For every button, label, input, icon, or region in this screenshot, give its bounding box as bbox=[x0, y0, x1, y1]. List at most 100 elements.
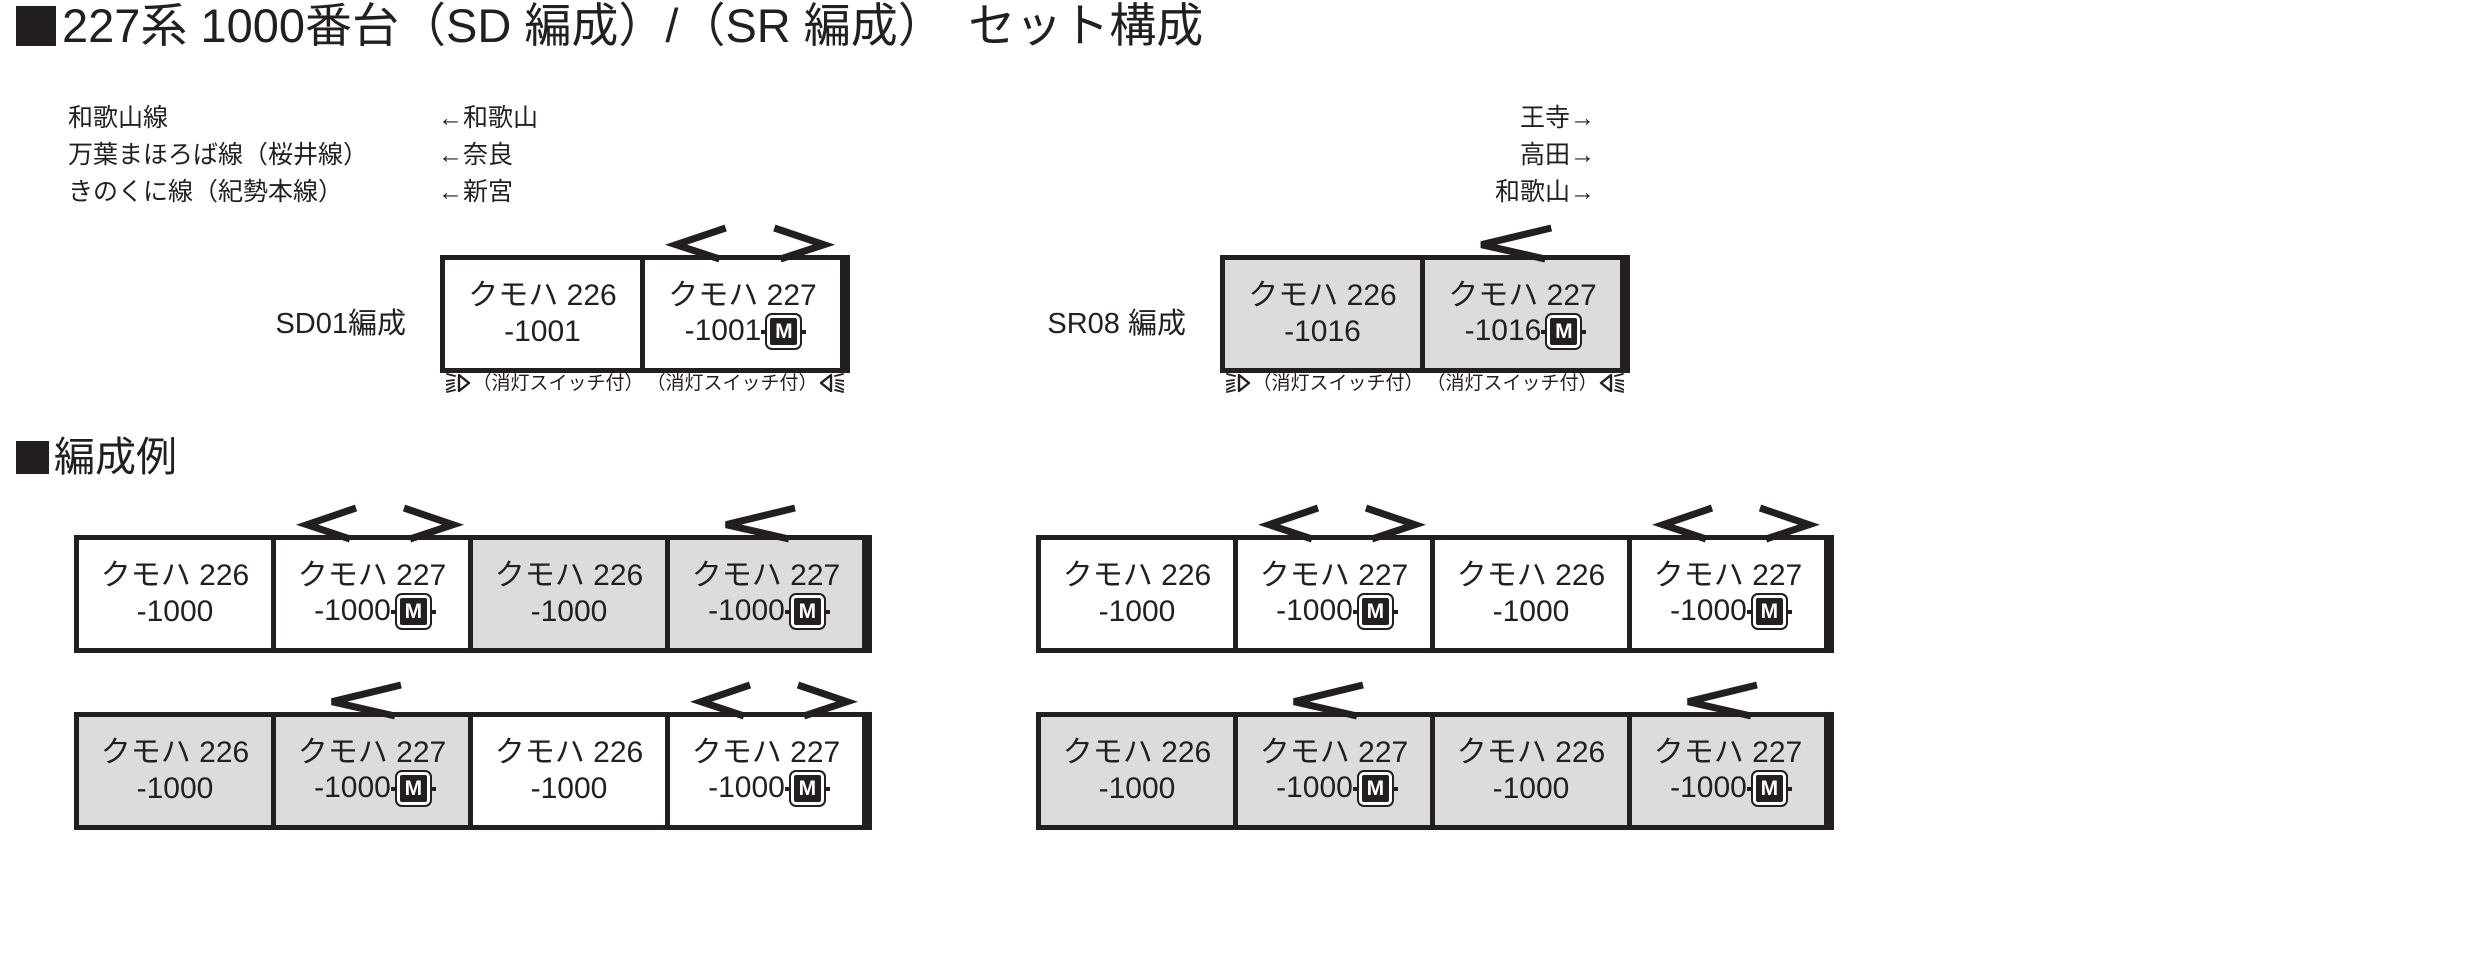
car-number-row: -1000 bbox=[1041, 595, 1233, 628]
train-car: クモハ 226-1000 bbox=[1041, 717, 1238, 825]
car-type-label: クモハ 226 bbox=[1062, 559, 1212, 593]
car-type-label: クモハ 226 bbox=[468, 279, 617, 313]
car-number-label: -1000 bbox=[530, 594, 608, 628]
motor-car-badge-icon: M bbox=[1358, 772, 1392, 806]
car-type-label: クモハ 226 bbox=[1248, 279, 1397, 313]
line-destination-left: ←新宮 bbox=[438, 178, 514, 206]
line-row: 和歌山線←和歌山 bbox=[68, 100, 578, 137]
motor-car-badge-icon: M bbox=[790, 772, 824, 806]
car-number-row: -1000 bbox=[79, 594, 271, 628]
light-switch-note-left: （消灯スイッチ付） bbox=[1225, 372, 1425, 394]
line-row: きのくに線（紀勢本線） ←新宮 bbox=[68, 174, 578, 211]
pantograph-icon bbox=[305, 681, 455, 720]
line-destination-right: 和歌山→ bbox=[1494, 178, 1595, 206]
car-number-label: -1000 bbox=[1492, 771, 1570, 805]
light-switch-note-text: （消灯スイッチ付） bbox=[1426, 372, 1598, 394]
car-number-label: -1000 bbox=[1276, 594, 1353, 628]
car-type-label: クモハ 227 bbox=[1259, 558, 1409, 592]
car-number-label: -1000 bbox=[136, 771, 214, 805]
formation-set-label: SR08 編成 bbox=[1047, 308, 1186, 340]
line-name: 万葉まほろば線（桜井線） bbox=[68, 141, 369, 169]
pantograph-icon bbox=[1454, 224, 1606, 263]
pantograph-icon bbox=[689, 681, 858, 720]
car-type-label: クモハ 227 bbox=[297, 735, 447, 769]
pantograph-icon bbox=[664, 224, 836, 263]
line-name: きのくに線（紀勢本線） bbox=[68, 178, 344, 206]
car-type-label: クモハ 226 bbox=[100, 559, 250, 593]
headlight-icon bbox=[818, 372, 844, 394]
car-type-label: クモハ 226 bbox=[494, 559, 644, 593]
car-type-label: クモハ 227 bbox=[1653, 735, 1803, 769]
car-type-label: クモハ 227 bbox=[1259, 735, 1409, 769]
light-switch-notes: （消灯スイッチ付）（消灯スイッチ付） bbox=[445, 372, 845, 394]
motor-car-badge-icon: M bbox=[1752, 772, 1786, 806]
car-type-label: クモハ 227 bbox=[691, 558, 841, 592]
car-type-label: クモハ 227 bbox=[1653, 558, 1803, 592]
train-car: クモハ 226-1000 bbox=[79, 717, 276, 825]
train-car: クモハ 226-1001 bbox=[445, 260, 645, 368]
page-title-text: 227系 1000番台（SD 編成）/（SR 編成） セット構成 bbox=[62, 0, 1204, 52]
pantograph-icon bbox=[1267, 681, 1417, 720]
car-number-label: -1000 bbox=[136, 594, 214, 628]
motor-car-badge-icon: M bbox=[1547, 315, 1581, 349]
car-number-label: -1000 bbox=[1670, 594, 1747, 628]
section-heading-formation-examples: 編成例 bbox=[16, 437, 177, 478]
motor-car-badge-icon: M bbox=[790, 595, 824, 629]
train-car: クモハ 226-1016 bbox=[1225, 260, 1425, 368]
section-heading-text: 編成例 bbox=[54, 434, 177, 480]
car-type-label: クモハ 227 bbox=[691, 735, 841, 769]
headlight-icon bbox=[1598, 372, 1624, 394]
formation-set-label: SD01編成 bbox=[275, 308, 406, 340]
train-car: クモハ 226-1000 bbox=[1041, 540, 1238, 648]
square-bullet-icon bbox=[16, 441, 49, 474]
car-number-label: -1000 bbox=[1492, 594, 1570, 628]
train-car: クモハ 226-1000 bbox=[1435, 540, 1632, 648]
pantograph-icon bbox=[699, 504, 849, 543]
light-switch-note-text: （消灯スイッチ付） bbox=[646, 372, 818, 394]
page-title: 227系 1000番台（SD 編成）/（SR 編成） セット構成 bbox=[16, 2, 1203, 49]
car-number-row: -1016 bbox=[1225, 315, 1420, 348]
car-number-label: -1000 bbox=[708, 771, 785, 805]
pantograph-icon bbox=[1257, 504, 1426, 543]
car-type-label: クモハ 226 bbox=[494, 736, 644, 770]
pantograph-icon bbox=[1661, 681, 1811, 720]
train-car: クモハ 226-1000 bbox=[473, 717, 670, 825]
car-number-row: -1000 bbox=[1435, 771, 1627, 805]
destination-right-column: 王寺→高田→和歌山→ bbox=[1320, 100, 1595, 211]
car-number-label: -1016 bbox=[1464, 314, 1542, 348]
line-destination-left: ←奈良 bbox=[438, 141, 514, 169]
car-type-label: クモハ 226 bbox=[100, 736, 250, 770]
light-switch-note-right: （消灯スイッチ付） bbox=[645, 372, 845, 394]
car-number-label: -1000 bbox=[314, 594, 391, 628]
car-number-label: -1000 bbox=[314, 771, 391, 805]
car-type-label: クモハ 227 bbox=[668, 278, 817, 312]
light-switch-note-text: （消灯スイッチ付） bbox=[1252, 372, 1424, 394]
pantograph-icon bbox=[1651, 504, 1820, 543]
line-destination-right: 王寺→ bbox=[1519, 104, 1595, 132]
car-number-label: -1000 bbox=[1670, 771, 1747, 805]
headlight-icon bbox=[1226, 372, 1252, 394]
car-type-label: クモハ 227 bbox=[1448, 278, 1597, 312]
